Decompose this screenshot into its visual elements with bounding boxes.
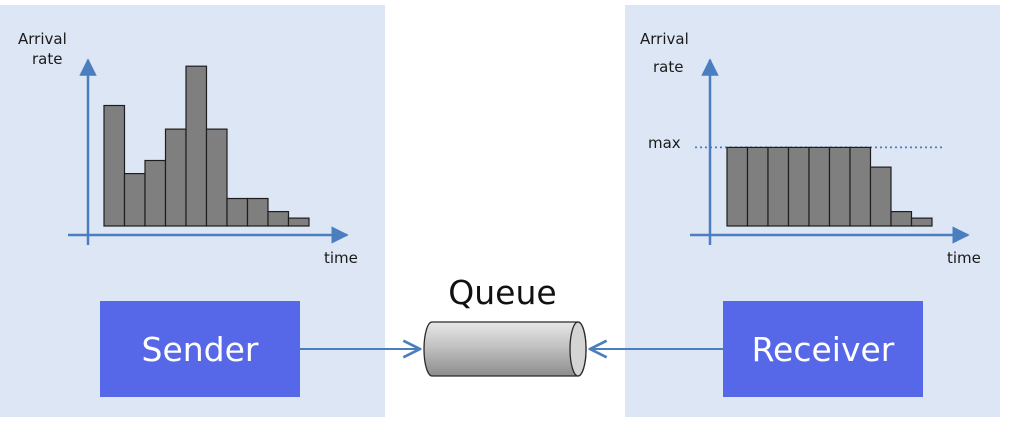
receiver-bar-1	[726, 146, 749, 227]
sender-bar-8	[246, 197, 269, 227]
sender-bar-2	[123, 173, 146, 227]
queue-cylinder-icon	[423, 321, 587, 377]
receiver-bar-10	[910, 217, 933, 227]
receiver-bar-6	[828, 146, 851, 227]
sender-bar-5	[185, 65, 208, 227]
receiver-bar-7	[849, 146, 872, 227]
sender-bar-4	[164, 128, 187, 227]
receiver-box: Receiver	[723, 301, 923, 397]
receiver-max-label: max	[648, 134, 681, 152]
receiver-bar-2	[746, 146, 769, 227]
sender-bar-10	[287, 217, 310, 227]
sender-xlabel: time	[324, 249, 358, 267]
receiver-bars	[726, 146, 933, 227]
receiver-bar-9	[890, 211, 913, 227]
receiver-label: Receiver	[751, 329, 895, 369]
sender-bar-1	[103, 104, 126, 227]
sender-bars	[103, 65, 310, 227]
sender-bar-7	[226, 197, 249, 227]
sender-bar-9	[267, 211, 290, 227]
sender-ylabel-line1: Arrival	[18, 30, 67, 48]
sender-box: Sender	[100, 301, 300, 397]
receiver-xlabel: time	[947, 249, 981, 267]
receiver-bar-8	[869, 166, 892, 227]
queue-label: Queue	[448, 273, 557, 312]
receiver-bar-3	[767, 146, 790, 227]
sender-bar-6	[205, 128, 228, 227]
receiver-bar-4	[787, 146, 810, 227]
receiver-ylabel-line1: Arrival	[640, 30, 689, 48]
sender-bar-3	[144, 159, 167, 227]
receiver-bar-5	[808, 146, 831, 227]
receiver-ylabel-line2: rate	[653, 58, 684, 76]
sender-ylabel-line2: rate	[32, 50, 63, 68]
sender-label: Sender	[141, 329, 259, 369]
